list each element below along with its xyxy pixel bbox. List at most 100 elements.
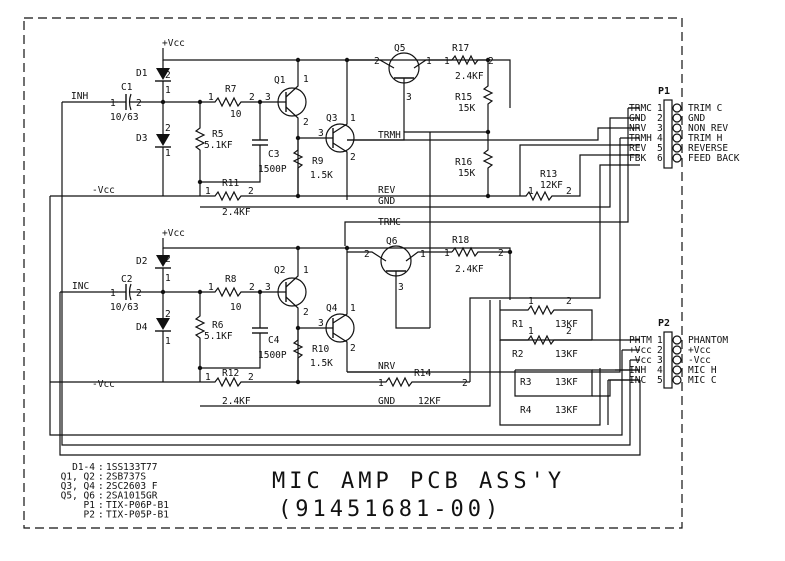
net-trmc-label: TRMC (378, 217, 401, 228)
p1-pin-net-label: GND (629, 113, 646, 124)
svg-text:R1: R1 (512, 319, 524, 330)
p1-pin (672, 143, 682, 153)
svg-text:C1: C1 (121, 82, 133, 93)
p1-pin-description: TRIM H (688, 133, 723, 144)
transistor-q6: Q6 2 1 3 (347, 236, 452, 329)
p2-pin-description: -Vcc (688, 355, 711, 366)
p2-pin (672, 355, 682, 365)
p1-pin-net-label: REV (629, 143, 646, 154)
p2-pin-description: MIC H (688, 365, 717, 376)
svg-text:D2: D2 (136, 256, 147, 267)
transistor-q4: Q4 1 3 2 (298, 248, 356, 372)
svg-text:2: 2 (249, 92, 255, 103)
svg-text:1: 1 (350, 113, 356, 124)
p2-pin (672, 375, 682, 385)
svg-text:2: 2 (248, 186, 254, 197)
vee-label-bottom: -Vcc (92, 379, 115, 390)
svg-text:10: 10 (230, 302, 242, 313)
parts-list-ref: P2 (84, 510, 95, 521)
diode-d2: D2 2 1 (136, 248, 171, 310)
transistor-q5: Q5 2 1 3 (347, 43, 452, 132)
svg-text:13KF: 13KF (555, 349, 578, 360)
parts-list-ref: Q1, Q2 (61, 472, 95, 483)
svg-text:10/63: 10/63 (110, 112, 139, 123)
pcb-outline (23, 17, 683, 529)
p2-pin-number: 3 (657, 355, 663, 366)
vee-label-top: -Vcc (92, 185, 115, 196)
svg-text:R17: R17 (452, 43, 469, 54)
svg-text:R11: R11 (222, 178, 239, 189)
p1-pin-number: 6 (657, 153, 663, 164)
vcc-label-top: +Vcc (162, 38, 185, 49)
parts-list-colon: : (98, 462, 104, 473)
svg-text:D1: D1 (136, 68, 148, 79)
capacitor-c3: C3 1500P (200, 102, 287, 183)
svg-text:R16: R16 (455, 157, 472, 168)
net-gnd-label-top: GND (378, 196, 395, 207)
svg-text:2: 2 (303, 117, 309, 128)
capacitor-c4: C4 1500P (200, 292, 287, 369)
svg-text:2: 2 (248, 372, 254, 383)
svg-text:5.1KF: 5.1KF (204, 331, 233, 342)
svg-text:2: 2 (165, 254, 171, 265)
p2-pin (672, 335, 682, 345)
p1-pin-number: 1 (657, 103, 663, 114)
parts-list-colon: : (98, 481, 104, 492)
p2-pin (672, 345, 682, 355)
net-nrv-label: NRV (378, 361, 395, 372)
resistor-r3: R3 13KF (520, 377, 578, 388)
svg-text:1: 1 (205, 372, 211, 383)
svg-text:1: 1 (528, 186, 534, 197)
svg-text:1500P: 1500P (258, 164, 287, 175)
svg-text:13KF: 13KF (555, 377, 578, 388)
p1-pin (672, 103, 682, 113)
svg-text:2: 2 (249, 282, 255, 293)
p1-pin-net-label: TRMH (629, 133, 652, 144)
svg-text:2: 2 (566, 326, 572, 337)
p2-pin-net-label: -Vcc (629, 355, 652, 366)
svg-text:R3: R3 (520, 377, 531, 388)
diode-d3: D3 2 1 (136, 123, 171, 196)
svg-text:1: 1 (528, 296, 534, 307)
svg-text:P1: P1 (658, 86, 670, 97)
svg-text:2: 2 (165, 309, 171, 320)
parts-list-ref: Q3, Q4 (61, 481, 96, 492)
resistor-r14: R14 12KF 1 2 (298, 368, 470, 407)
svg-text:1: 1 (420, 249, 426, 260)
svg-text:1: 1 (528, 326, 534, 337)
svg-text:R9: R9 (312, 156, 324, 167)
svg-text:1: 1 (426, 56, 432, 67)
svg-text:2: 2 (566, 186, 572, 197)
svg-text:R18: R18 (452, 235, 469, 246)
p1-pin-number: 2 (657, 113, 663, 124)
svg-text:D4: D4 (136, 322, 148, 333)
svg-text:Q6: Q6 (386, 236, 398, 247)
svg-text:1: 1 (165, 148, 171, 159)
p1-pin-number: 4 (657, 133, 663, 144)
svg-text:1: 1 (303, 74, 309, 85)
svg-text:1.5K: 1.5K (310, 170, 333, 181)
svg-text:1: 1 (444, 248, 450, 259)
svg-text:10: 10 (230, 109, 242, 120)
svg-text:2: 2 (488, 56, 494, 67)
p2-pin-net-label: PHTM (629, 335, 652, 346)
board-part-number: (91451681-00) (278, 497, 502, 522)
transistor-q1: Q1 1 3 2 (260, 60, 309, 198)
svg-text:2.4KF: 2.4KF (222, 396, 251, 407)
parts-list-part: TIX-P06P-B1 (106, 500, 169, 511)
svg-text:3: 3 (398, 282, 404, 293)
svg-text:1: 1 (350, 303, 356, 314)
p1-pin-net-label: NRV (629, 123, 646, 134)
parts-list-part: 2SA1015GR (106, 491, 158, 502)
board-title: MIC AMP PCB ASS'Y (272, 469, 565, 494)
svg-text:2: 2 (303, 307, 309, 318)
net-inc-label: INC (72, 281, 89, 292)
svg-text:R4: R4 (520, 405, 532, 416)
svg-text:1: 1 (303, 265, 309, 276)
p1-pin-number: 3 (657, 123, 663, 134)
p2-pin (672, 365, 682, 375)
parts-list-part: 2SB737S (106, 472, 146, 483)
transistor-q2: Q2 1 3 2 (260, 248, 309, 382)
